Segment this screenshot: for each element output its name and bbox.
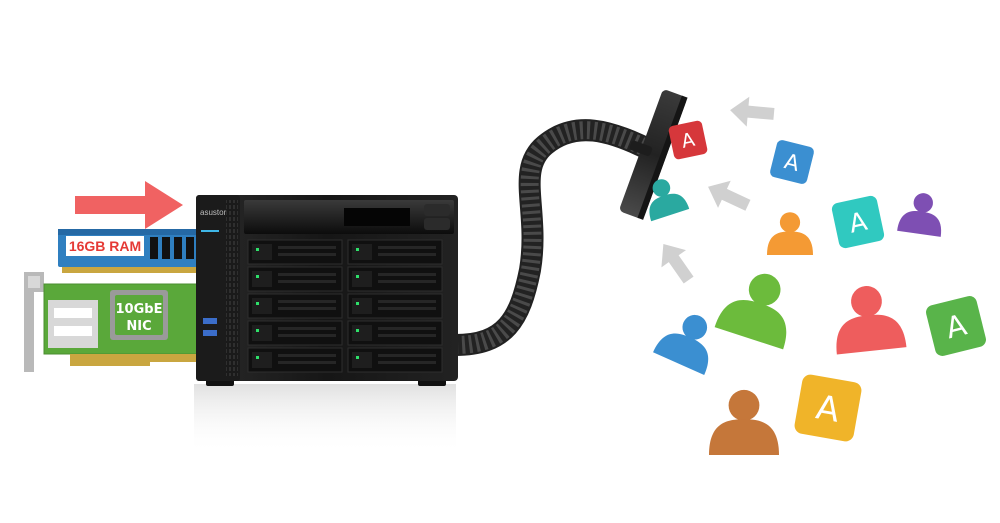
drive-bays	[247, 239, 443, 373]
drive-bay	[347, 239, 443, 265]
nas-device: asustor	[196, 195, 458, 386]
letter-glyph: A	[680, 129, 697, 153]
letter-glyph: A	[782, 149, 803, 177]
ram-module: 16GB RAM	[58, 229, 206, 273]
ram-label: 16GB RAM	[69, 238, 141, 254]
user-icon	[767, 212, 813, 255]
user-icon	[897, 193, 942, 237]
user-icon	[836, 285, 907, 355]
vacuum-hose	[444, 119, 661, 356]
intake-arrow-icon	[730, 96, 775, 127]
nic-label-line1: 10GbE	[116, 302, 163, 317]
drive-bay	[347, 347, 443, 373]
drive-bay	[347, 320, 443, 346]
drive-bay	[247, 347, 343, 373]
insert-arrow	[75, 181, 183, 229]
intake-arrow-icon	[661, 243, 694, 284]
letter-a-icon: A	[794, 374, 862, 442]
letter-a-icon: A	[926, 296, 986, 356]
user-icon	[653, 314, 709, 375]
drive-bay	[247, 239, 343, 265]
letter-glyph: A	[847, 207, 871, 240]
drive-bay	[347, 266, 443, 292]
letter-a-icon: A	[831, 195, 885, 249]
nic-label-line2: NIC	[126, 319, 151, 334]
intake-arrow-icon	[708, 180, 751, 211]
drive-bay	[247, 266, 343, 292]
drive-bay	[347, 293, 443, 319]
letter-a-icon: A	[770, 140, 814, 184]
user-icon	[714, 273, 787, 350]
letter-a-icon: A	[668, 120, 708, 160]
floating-icons: A A A A A	[649, 120, 986, 455]
nas-brand: asustor	[200, 208, 227, 217]
intake-arrows	[661, 96, 775, 284]
drive-bay	[247, 293, 343, 319]
user-icon	[709, 389, 779, 455]
drive-bay	[247, 320, 343, 346]
user-icon	[649, 179, 690, 222]
nic-card: 10GbE NIC	[24, 272, 205, 372]
nas-reflection	[194, 384, 456, 454]
